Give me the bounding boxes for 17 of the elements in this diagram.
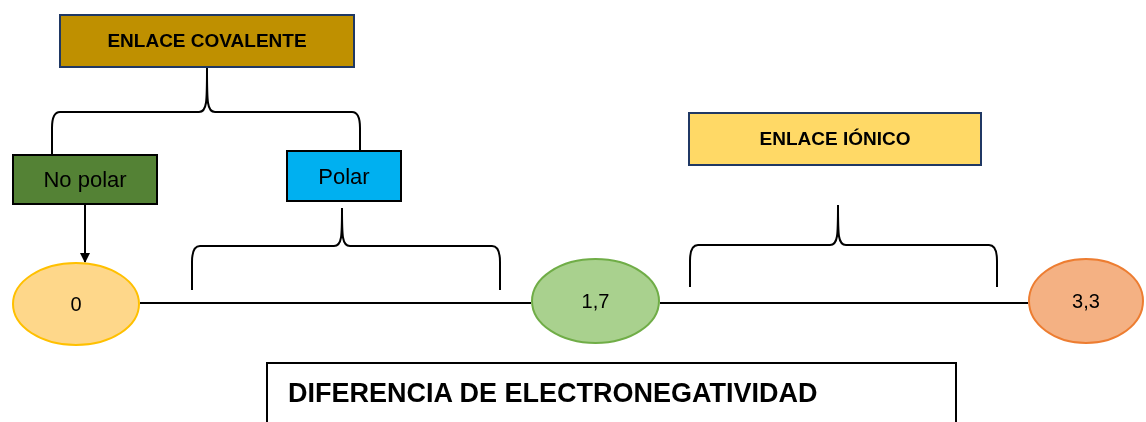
node-text: ENLACE COVALENTE (107, 28, 307, 53)
title-box (59, 14, 355, 68)
node-text: 3,3 (1072, 289, 1100, 314)
node-text: No polar (43, 166, 127, 194)
label-box (266, 362, 957, 422)
node-text: DIFERENCIA DE ELECTRONEGATIVIDAD (288, 376, 818, 410)
title-box (688, 112, 982, 166)
connector-line (139, 302, 533, 304)
node-text: 1,7 (581, 289, 610, 314)
connector-line (658, 302, 1030, 304)
node-text: 0 (70, 292, 82, 317)
category-box (12, 154, 158, 205)
node-text: Polar (318, 162, 370, 191)
arrow (80, 204, 90, 263)
connector-line (206, 67, 361, 151)
node-text: ENLACE IÓNICO (759, 126, 911, 151)
category-box (286, 150, 402, 202)
